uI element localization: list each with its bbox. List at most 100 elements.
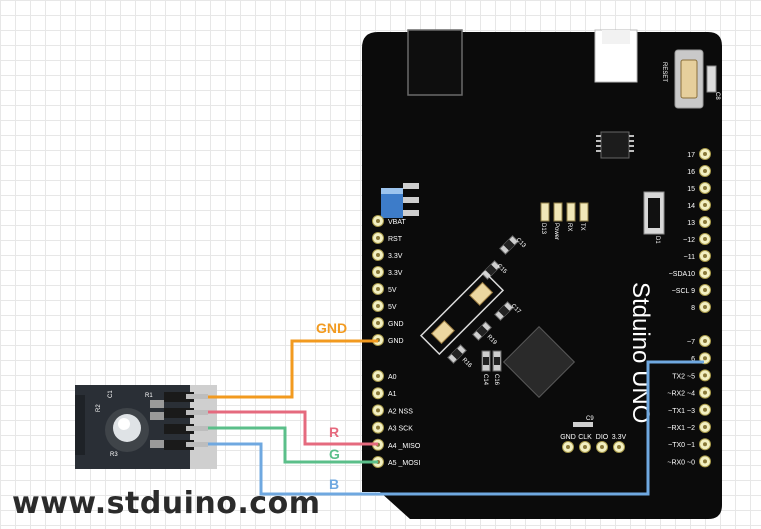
pin-label-15: 15 bbox=[687, 186, 695, 193]
pin-label-6: 6 bbox=[691, 356, 695, 363]
pin-label-dio: DIO bbox=[596, 434, 609, 441]
pin-label-vbat: VBAT bbox=[388, 219, 406, 226]
pin-label-3-3v: 3.3V bbox=[388, 253, 403, 260]
mcu-chip bbox=[502, 325, 576, 399]
pin-12-hole bbox=[703, 237, 707, 241]
ic-chip-top bbox=[596, 131, 634, 159]
pin-label-5v: 5V bbox=[388, 287, 397, 294]
pin-label-rst: RST bbox=[388, 236, 403, 243]
pin-label-5v: 5V bbox=[388, 304, 397, 311]
pin-label-clk: CLK bbox=[578, 434, 592, 441]
wire-r: R bbox=[208, 410, 378, 446]
pin-label-a1: A1 bbox=[388, 391, 397, 398]
led-label-d13: D13 bbox=[540, 223, 546, 235]
pin-label-13: 13 bbox=[687, 220, 695, 227]
debug-pin-clk-hole bbox=[583, 445, 587, 449]
pin-8-hole bbox=[703, 305, 707, 309]
board-brand: Stduino UNO bbox=[627, 282, 654, 423]
pin-label-tx1-3: ~TX1 ~3 bbox=[668, 408, 695, 415]
pin-tx0-1-hole bbox=[703, 442, 707, 447]
wire-label-gnd: GND bbox=[316, 320, 347, 336]
pin-label-gnd: GND bbox=[388, 338, 404, 345]
pin-label-a3-sck: A3 SCK bbox=[388, 426, 413, 433]
pin-label-7: ~7 bbox=[687, 339, 695, 346]
pin-a3-sck-hole bbox=[376, 425, 380, 430]
pin-gnd-hole bbox=[376, 321, 380, 325]
wire-label-r: R bbox=[329, 424, 339, 440]
pin-label-3-3v: 3.3V bbox=[612, 434, 627, 441]
pin-rst-hole bbox=[376, 236, 380, 240]
pin-label-gnd: GND bbox=[560, 434, 576, 441]
pin-5v-hole bbox=[376, 287, 380, 291]
led-label-tx: TX bbox=[579, 223, 585, 231]
pin-label-rx0-0: ~RX0 ~0 bbox=[667, 459, 695, 466]
pin-3-3v-hole bbox=[376, 253, 380, 257]
voltage-regulator bbox=[381, 183, 419, 218]
pin-3-3v-hole bbox=[376, 270, 380, 274]
pin-15-hole bbox=[703, 186, 707, 190]
pin-rx1-2-hole bbox=[703, 425, 707, 429]
pin-label-tx0-1: ~TX0 ~1 bbox=[668, 442, 695, 449]
wire-g: G bbox=[208, 426, 378, 464]
module-label-r2: R2 bbox=[96, 404, 102, 412]
pin-rx0-0-hole bbox=[703, 459, 707, 464]
pin-6-hole bbox=[703, 356, 707, 361]
pin-17-hole bbox=[703, 152, 707, 156]
pin-label-rx2-4: ~RX2 ~4 bbox=[667, 391, 695, 398]
pin-label-11: ~11 bbox=[684, 254, 695, 261]
debug-pin-3-3v-hole bbox=[617, 445, 621, 449]
pin-label-sda10: ~SDA10 bbox=[669, 271, 695, 278]
pin-label-gnd: GND bbox=[388, 321, 404, 328]
pin-7-hole bbox=[703, 339, 707, 343]
pin-5v-hole bbox=[376, 304, 380, 308]
pin-label-a4-miso: A4 _MISO bbox=[388, 443, 421, 450]
module-label-r3: R3 bbox=[110, 452, 118, 458]
rgb-led-module: C1 R1 R2 R3 bbox=[75, 385, 217, 469]
usb-connector bbox=[407, 29, 463, 96]
pin-sda10-hole bbox=[703, 271, 707, 275]
led-label-power: Power bbox=[553, 223, 559, 240]
pin-label-tx2-5: TX2 ~5 bbox=[672, 373, 695, 380]
module-label-c1: C1 bbox=[108, 390, 114, 398]
pin-13-hole bbox=[703, 220, 707, 224]
pin-label-a5-mosi: A5 _MOSI bbox=[388, 460, 420, 467]
svg-text:D1: D1 bbox=[654, 236, 660, 244]
reset-button[interactable] bbox=[674, 49, 704, 109]
pin-tx1-3-hole bbox=[703, 407, 707, 412]
wire-gnd: GND bbox=[208, 320, 378, 399]
module-label-r1: R1 bbox=[145, 393, 153, 399]
reset-label: RESET bbox=[661, 62, 667, 82]
c8-label: C8 bbox=[714, 92, 720, 100]
pin-label-8: 8 bbox=[691, 305, 695, 312]
wire-label-b: B bbox=[329, 476, 339, 492]
pin-label-12: ~12 bbox=[683, 237, 695, 244]
debug-pin-gnd-hole bbox=[566, 445, 570, 449]
passive-components: C13 C15 C17 R19 R16 bbox=[419, 235, 527, 386]
led-label-rx: RX bbox=[566, 223, 572, 231]
pin-label-rx1-2: ~RX1 ~2 bbox=[667, 425, 695, 432]
pin-label-16: 16 bbox=[687, 169, 695, 176]
diode-d1: D1 bbox=[643, 191, 665, 244]
status-leds: D13 Power RX TX bbox=[540, 202, 589, 240]
wire-b: B bbox=[208, 360, 704, 496]
svg-text:C14: C14 bbox=[482, 374, 488, 386]
pin-rx2-4-hole bbox=[703, 390, 707, 395]
pin-tx2-5-hole bbox=[703, 373, 707, 378]
pin-vbat-hole bbox=[376, 219, 380, 223]
svg-text:C9: C9 bbox=[586, 416, 594, 422]
debug-pin-dio-hole bbox=[600, 445, 604, 449]
pin-label-a2-nss: A2 NSS bbox=[388, 408, 413, 415]
pin-a1-hole bbox=[376, 391, 380, 396]
pin-label-17: 17 bbox=[687, 152, 695, 159]
stduino-uno-board: RESET C8 D13 Power RX bbox=[362, 29, 722, 519]
pin-label-scl-9: ~SCL 9 bbox=[672, 288, 695, 295]
pin-11-hole bbox=[703, 254, 707, 258]
svg-text:C16: C16 bbox=[493, 374, 499, 386]
pin-a0-hole bbox=[376, 374, 380, 378]
pin-14-hole bbox=[703, 203, 707, 207]
